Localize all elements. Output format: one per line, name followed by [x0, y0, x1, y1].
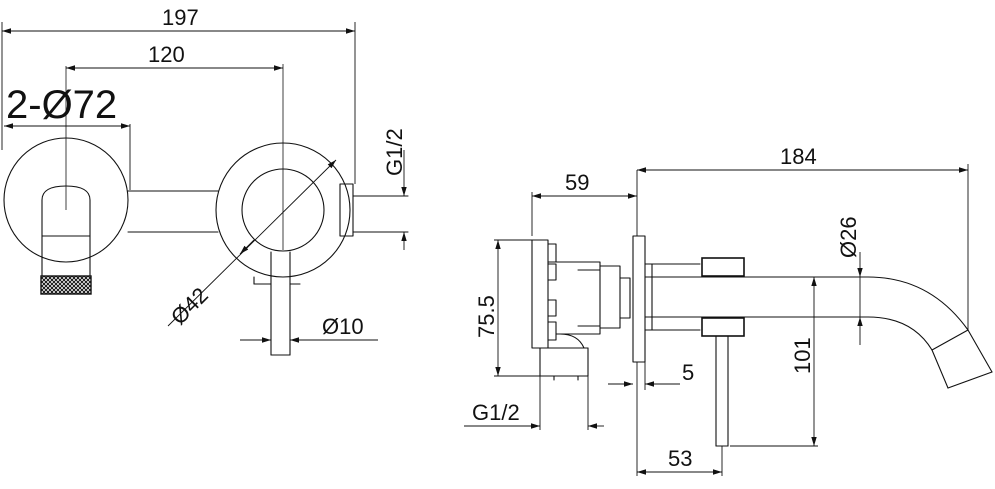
dimension-120: 120 [66, 42, 283, 71]
dimension-label: 197 [162, 5, 199, 30]
connecting-body [127, 190, 219, 233]
dimension-label: 59 [565, 170, 589, 195]
dimension-label: 120 [148, 42, 185, 67]
dimension-g12-bottom: G1/2 [464, 376, 604, 430]
spout-pipe [644, 257, 993, 389]
dimension-diameter-42: Ø42 [166, 159, 337, 330]
side-view: 59 184 Ø26 75.5 101 [464, 144, 993, 476]
dimension-label: 75.5 [474, 295, 499, 338]
dimension-5: 5 [608, 360, 694, 390]
dimension-label: Ø26 [836, 216, 861, 258]
dimension-g12-right: G1/2 [382, 128, 407, 250]
dimension-53: 53 [636, 362, 723, 476]
dimension-59: 59 [531, 170, 638, 236]
dimension-label: G1/2 [382, 128, 407, 176]
dimension-197: 197 [1, 5, 356, 184]
dimension-label: Ø42 [166, 282, 213, 329]
dimension-label: 2-Ø72 [6, 83, 117, 127]
dimension-diameter-10: Ø10 [240, 314, 378, 343]
dimension-label: G1/2 [472, 400, 520, 425]
dimension-101: 101 [730, 277, 818, 447]
wall-plate [632, 235, 701, 363]
dimension-label: 101 [790, 337, 815, 374]
dimension-label: Ø10 [322, 314, 364, 339]
dimension-label: 5 [682, 360, 694, 385]
dimension-2x-diameter-72: 2-Ø72 [4, 83, 131, 190]
aerator-mesh [40, 275, 92, 295]
mixer-body [215, 64, 409, 356]
dimension-184: 184 [637, 144, 969, 330]
dimension-75-5: 75.5 [474, 239, 540, 377]
front-view: 197 120 2-Ø72 G1/2 Ø42 [1, 5, 409, 356]
dimension-label: 53 [668, 446, 692, 471]
dimension-label: 184 [780, 144, 817, 169]
side-lever [715, 335, 729, 447]
dimension-diameter-26: Ø26 [836, 216, 863, 345]
mounting-body [531, 239, 631, 381]
spout-escutcheon [3, 66, 129, 295]
